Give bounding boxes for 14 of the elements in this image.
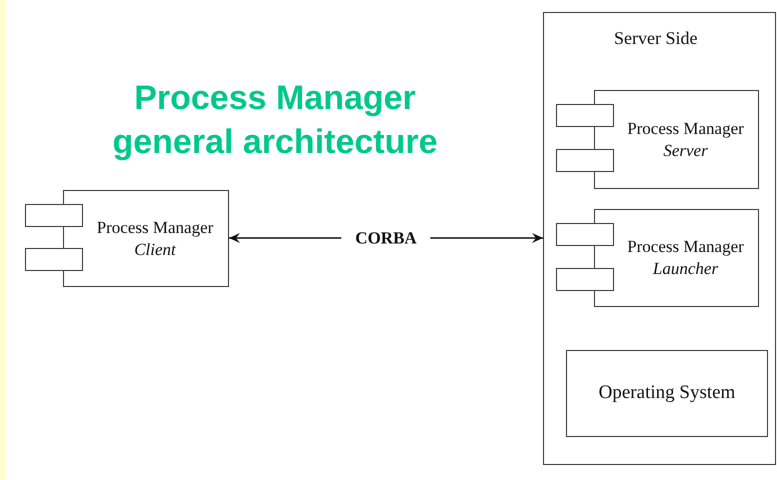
component-box: [25, 190, 229, 287]
component-role: Launcher: [652, 258, 718, 280]
component-box: [556, 90, 759, 189]
component-role: Client: [134, 238, 176, 260]
diagram-title: Process Manager general architecture: [111, 78, 439, 163]
component-name: Process Manager: [627, 118, 744, 140]
component-name: Process Manager: [96, 216, 214, 238]
component-box: [556, 209, 759, 307]
box-label: Operating System: [598, 381, 736, 406]
component-role: Server: [663, 140, 708, 162]
component-name: Process Manager: [627, 236, 744, 258]
panel-heading: Server Side: [614, 27, 698, 50]
process-box: [566, 350, 768, 437]
server-side-panel: [543, 12, 776, 465]
